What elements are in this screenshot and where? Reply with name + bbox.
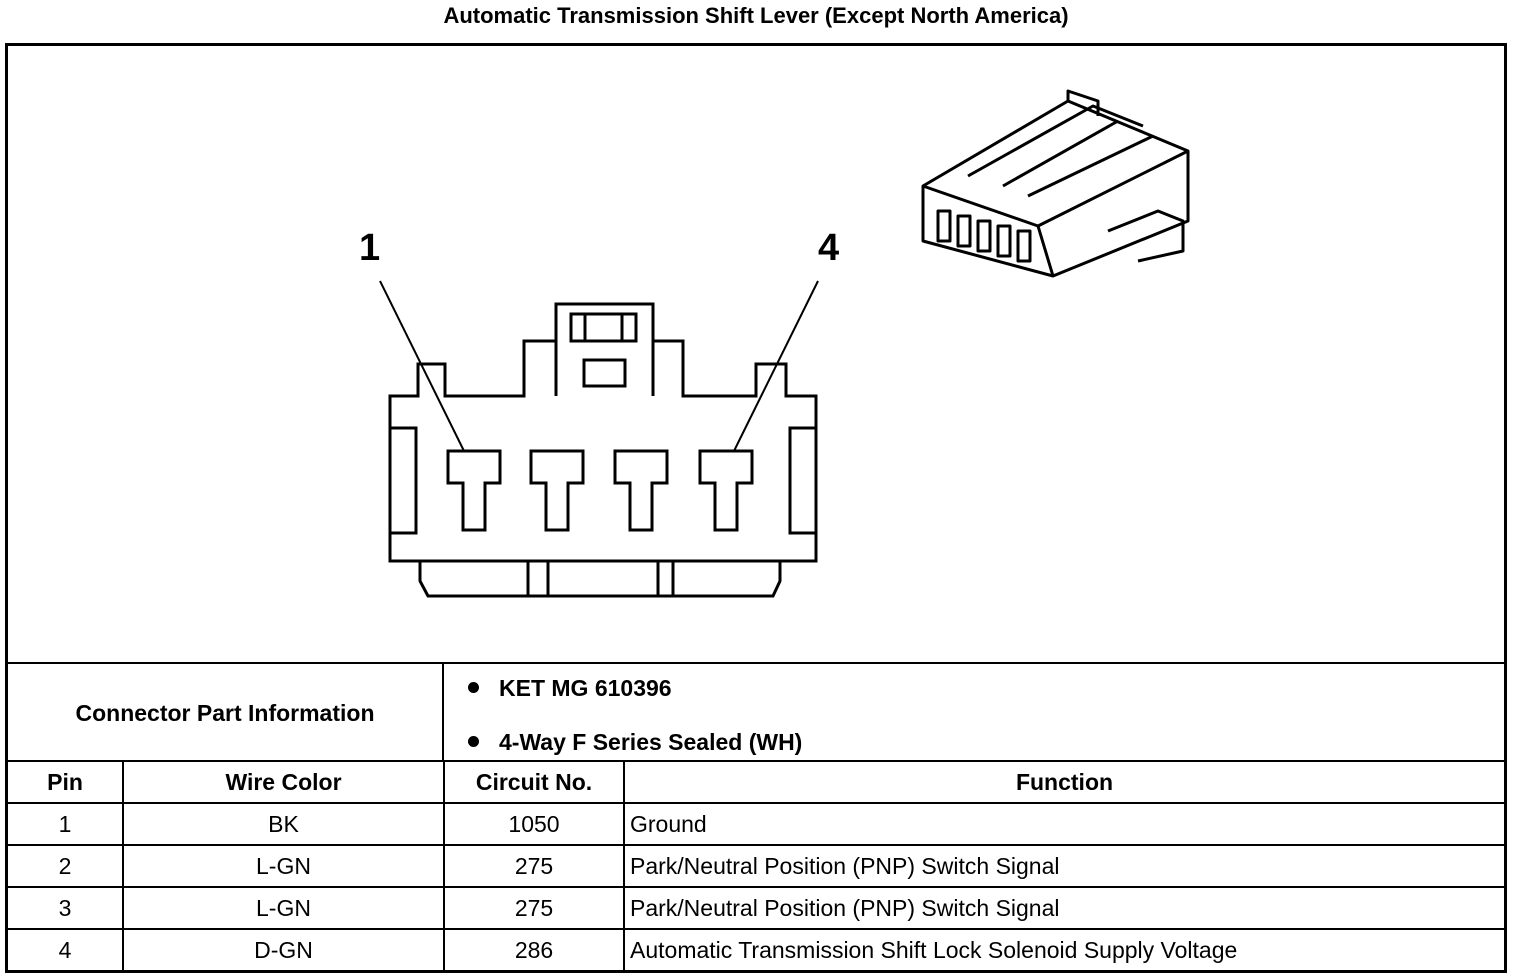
part-info-item: 4-Way F Series Sealed (WH) — [468, 728, 802, 756]
connector-part-information: Connector Part Information KET MG 610396… — [8, 662, 1504, 762]
callout-pin-4: 4 — [818, 227, 840, 269]
pin-cell: 4 — [8, 928, 124, 970]
connector-side-rib-left — [388, 426, 418, 535]
header-circuit-no: Circuit No. — [444, 760, 625, 804]
connector-side-rib-right — [788, 426, 818, 535]
circuit-cell: 275 — [444, 886, 625, 929]
connector-sheet: 1 4 Connector Part Information KET MG 61… — [5, 43, 1507, 973]
pin-cell: 2 — [8, 844, 124, 887]
table-row: 2 L-GN 275 Park/Neutral Position (PNP) S… — [8, 844, 1504, 887]
terminal-3 — [613, 449, 669, 532]
callout-leader-1 — [379, 280, 465, 452]
connector-isometric-view — [921, 89, 1190, 278]
wire-color-cell: BK — [123, 802, 445, 845]
header-pin: Pin — [8, 760, 124, 804]
pin-cell: 1 — [8, 802, 124, 845]
function-cell: Ground — [624, 802, 1504, 845]
terminal-1 — [446, 449, 502, 532]
wire-color-cell: D-GN — [123, 928, 445, 970]
function-cell: Park/Neutral Position (PNP) Switch Signa… — [624, 886, 1504, 929]
function-cell: Park/Neutral Position (PNP) Switch Signa… — [624, 844, 1504, 887]
connector-diagram-area: 1 4 — [8, 46, 1504, 662]
header-function: Function — [624, 760, 1504, 804]
circuit-cell: 286 — [444, 928, 625, 970]
table-header-row: Pin Wire Color Circuit No. Function — [8, 760, 1504, 804]
circuit-cell: 275 — [444, 844, 625, 887]
diagram-title: Automatic Transmission Shift Lever (Exce… — [443, 3, 1069, 28]
callout-pin-1: 1 — [359, 227, 381, 269]
callout-leader-4 — [733, 280, 819, 452]
table-row: 3 L-GN 275 Park/Neutral Position (PNP) S… — [8, 886, 1504, 929]
terminal-2 — [529, 449, 585, 532]
connector-face-view — [379, 89, 1190, 598]
part-info-item: KET MG 610396 — [468, 674, 672, 702]
connector-bottom-skirt — [418, 561, 782, 598]
function-cell: Automatic Transmission Shift Lock Soleno… — [624, 928, 1504, 970]
connector-lock-tab — [569, 312, 638, 343]
bullet-icon — [468, 736, 479, 748]
connector-lock-window — [582, 358, 627, 388]
pinout-table: Pin Wire Color Circuit No. Function 1 BK… — [8, 760, 1504, 970]
connector-description: 4-Way F Series Sealed (WH) — [499, 729, 803, 755]
table-row: 4 D-GN 286 Automatic Transmission Shift … — [8, 928, 1504, 970]
connector-part-info-label: Connector Part Information — [8, 664, 444, 762]
header-wire-color: Wire Color — [123, 760, 445, 804]
bullet-icon — [468, 682, 479, 694]
wire-color-cell: L-GN — [123, 844, 445, 887]
terminal-4 — [698, 449, 754, 532]
table-row: 1 BK 1050 Ground — [8, 802, 1504, 845]
part-number: KET MG 610396 — [499, 675, 672, 701]
wire-color-cell: L-GN — [123, 886, 445, 929]
circuit-cell: 1050 — [444, 802, 625, 845]
pin-cell: 3 — [8, 886, 124, 929]
